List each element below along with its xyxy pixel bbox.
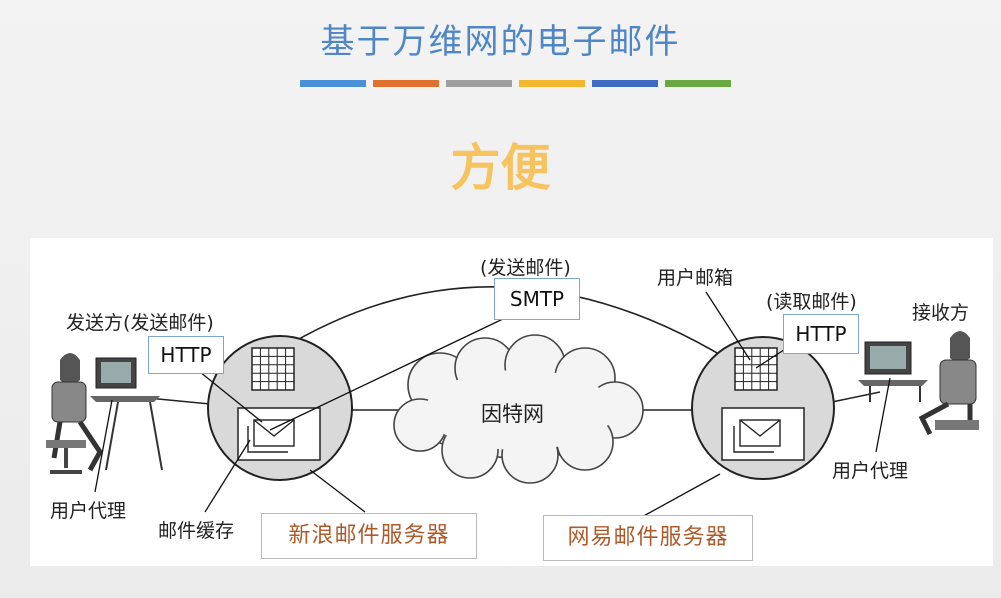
receiver-label: 接收方 <box>912 302 970 324</box>
page-subtitle: 方便 <box>450 139 551 197</box>
sender-http-box: HTTP <box>148 336 224 374</box>
receiver-http-box: HTTP <box>783 314 859 354</box>
sender-agent-label: 用户代理 <box>50 500 127 522</box>
internet-label: 因特网 <box>481 402 544 426</box>
pointer-mailbox <box>705 291 751 361</box>
smtp-box: SMTP <box>494 278 580 320</box>
page-title: 基于万维网的电子邮件 <box>320 22 681 62</box>
pointer-http-left <box>199 371 263 423</box>
mailbox-grid-icon <box>734 347 778 391</box>
pointer-agent-left <box>94 399 113 493</box>
mailbox-grid-icon <box>251 347 295 391</box>
color-bar <box>300 80 366 87</box>
receiver-computer-icon <box>858 331 979 436</box>
mail-cache-label: 邮件缓存 <box>158 520 235 542</box>
color-bar <box>519 80 585 87</box>
link-server-receiver <box>831 391 881 403</box>
cloud-icon <box>393 334 644 484</box>
color-bar <box>373 80 439 87</box>
receiver-note: (读取邮件) <box>766 291 857 313</box>
pointer-netease <box>639 473 721 519</box>
sender-computer-icon <box>46 353 163 474</box>
color-bar <box>446 80 512 87</box>
color-bar <box>592 80 658 87</box>
mailbox-label: 用户邮箱 <box>657 267 734 289</box>
link-sender-server <box>147 397 211 405</box>
pointer-smtp <box>269 317 506 431</box>
receiver-agent-label: 用户代理 <box>832 460 909 482</box>
pointer-sina <box>309 469 366 513</box>
pointer-cache <box>204 439 251 513</box>
mail-envelope-icon <box>733 419 781 453</box>
sender-label: 发送方(发送邮件) <box>66 312 214 334</box>
color-bar <box>665 80 731 87</box>
receiver-server-box: 网易邮件服务器 <box>543 515 753 561</box>
mail-envelope-icon <box>247 419 295 453</box>
pointer-agent-right <box>875 377 891 453</box>
smtp-note: (发送邮件) <box>480 257 571 279</box>
sender-server-box: 新浪邮件服务器 <box>261 513 477 559</box>
